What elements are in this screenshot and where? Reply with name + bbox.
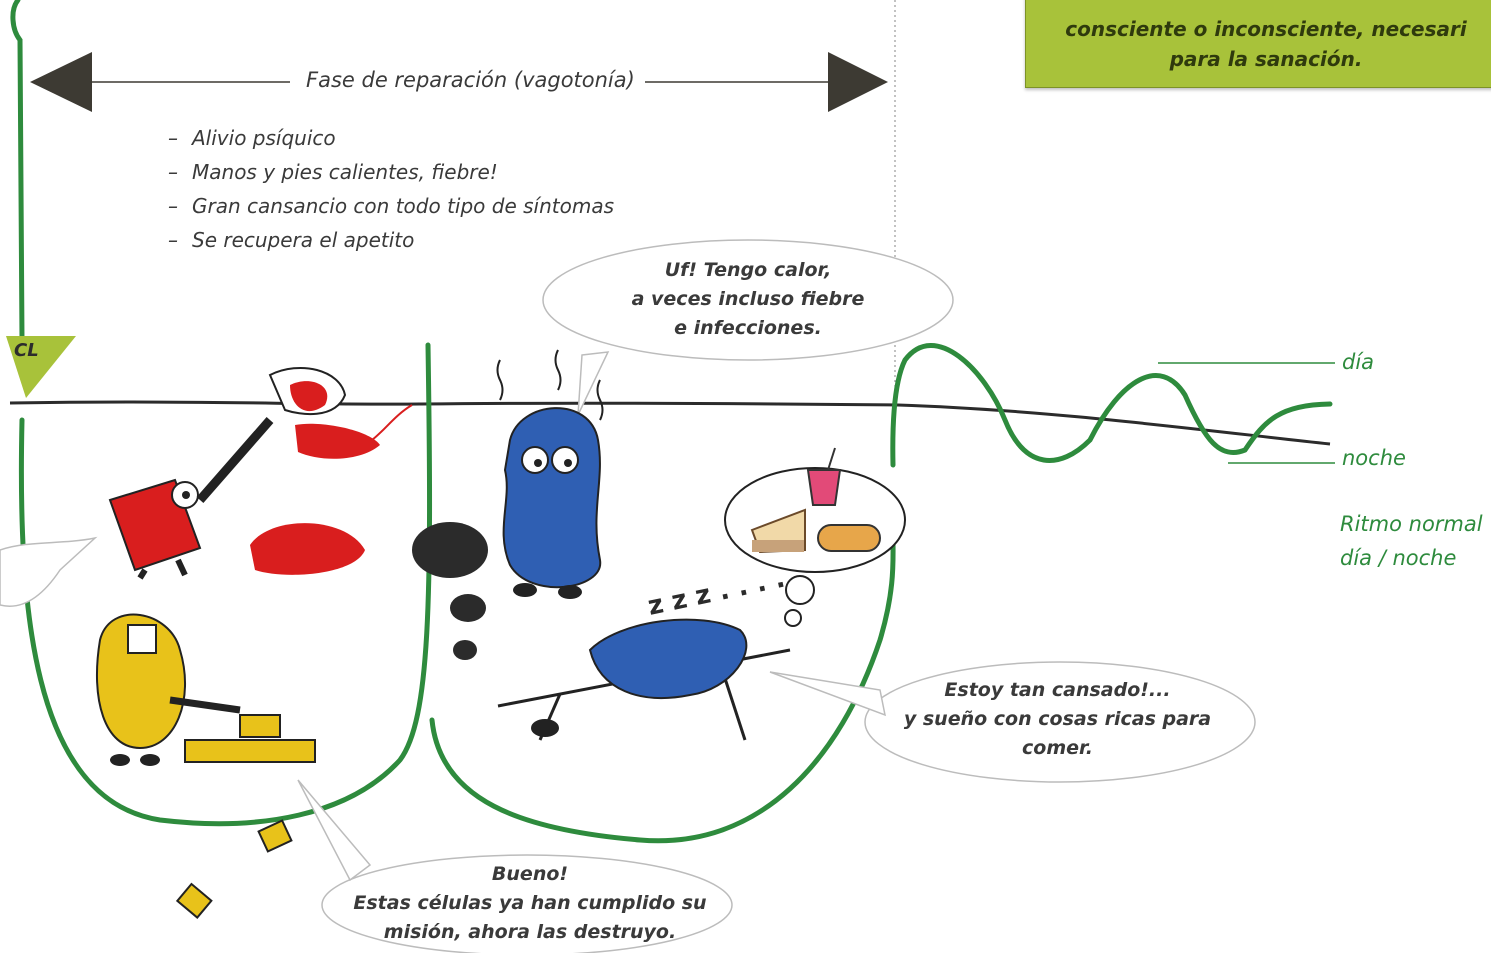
callout-line-1: consciente o inconsciente, necesari [1065,17,1467,41]
symptom-dash: – [168,228,178,252]
bubble-heat-text: Uf! Tengo calor, a veces incluso fiebre … [578,256,918,343]
bubble-tired [769,661,1256,783]
phase-arrow [30,52,888,112]
symptom-item: –Alivio psíquico [168,126,336,150]
bubble-heat [542,239,954,416]
bubble-left-partial [0,536,98,607]
drink-icon [806,447,842,506]
bubble-good [297,779,733,953]
cake-icon [750,508,806,554]
phase-arrow-right-head [828,52,888,112]
bubble-line: Estas células ya han cumplido su [353,892,707,914]
symptom-item: –Gran cansancio con todo tipo de síntoma… [168,194,614,218]
symptom-dash: – [168,126,178,150]
symptom-text: Se recupera el apetito [192,228,415,252]
symptom-text: Alivio psíquico [192,126,336,150]
bubble-line: e infecciones. [674,317,822,339]
yellow-cell-worker [96,613,316,919]
blue-cell-sleeping [497,618,791,741]
phase-label: Fase de reparación (vagotonía) [300,68,641,92]
callout-box: consciente o inconsciente, necesari para… [1025,0,1491,88]
sausage-icon [817,524,881,552]
bubble-line: Uf! Tengo calor, [664,259,832,281]
blue-cell-hot [412,349,604,660]
symptom-text: Gran cansancio con todo tipo de síntomas [192,194,615,218]
symptom-dash: – [168,160,178,184]
symptom-text: Manos y pies calientes, fiebre! [192,160,498,184]
rhythm-title-line-1: Ritmo normal [1340,512,1483,536]
cl-marker-label: CL [14,340,39,361]
baseline-line [9,400,1331,446]
bubble-line: a veces incluso fiebre [631,288,865,310]
night-label: noche [1342,446,1406,470]
rhythm-title-line-2: día / noche [1340,546,1457,570]
cl-marker-icon [6,336,76,398]
phase-arrow-left-head [30,52,92,112]
food-thought-bubble [724,447,906,627]
bubble-tired-text: Estoy tan cansado!... y sueño con cosas … [885,676,1230,763]
bubble-line: Bueno! [491,863,569,885]
symptom-item: –Manos y pies calientes, fiebre! [168,160,498,184]
vagotonia-curve [10,0,1333,844]
symptom-dash: – [168,194,178,218]
bubble-good-text: Bueno! Estas células ya han cumplido su … [340,860,720,947]
bubble-line: misión, ahora las destruyo. [383,921,677,943]
symptom-item: –Se recupera el apetito [168,228,414,252]
red-cell-debris [250,367,413,575]
red-cell-worker [108,417,274,580]
callout-line-2: para la sanación. [1169,47,1363,71]
bubble-line: y sueño con cosas ricas para [903,708,1212,730]
bubble-line: Estoy tan cansado!... [944,679,1171,701]
sleep-text: z z z . . . . [645,564,787,622]
day-label: día [1342,350,1375,374]
bubble-line: comer. [1022,737,1093,759]
